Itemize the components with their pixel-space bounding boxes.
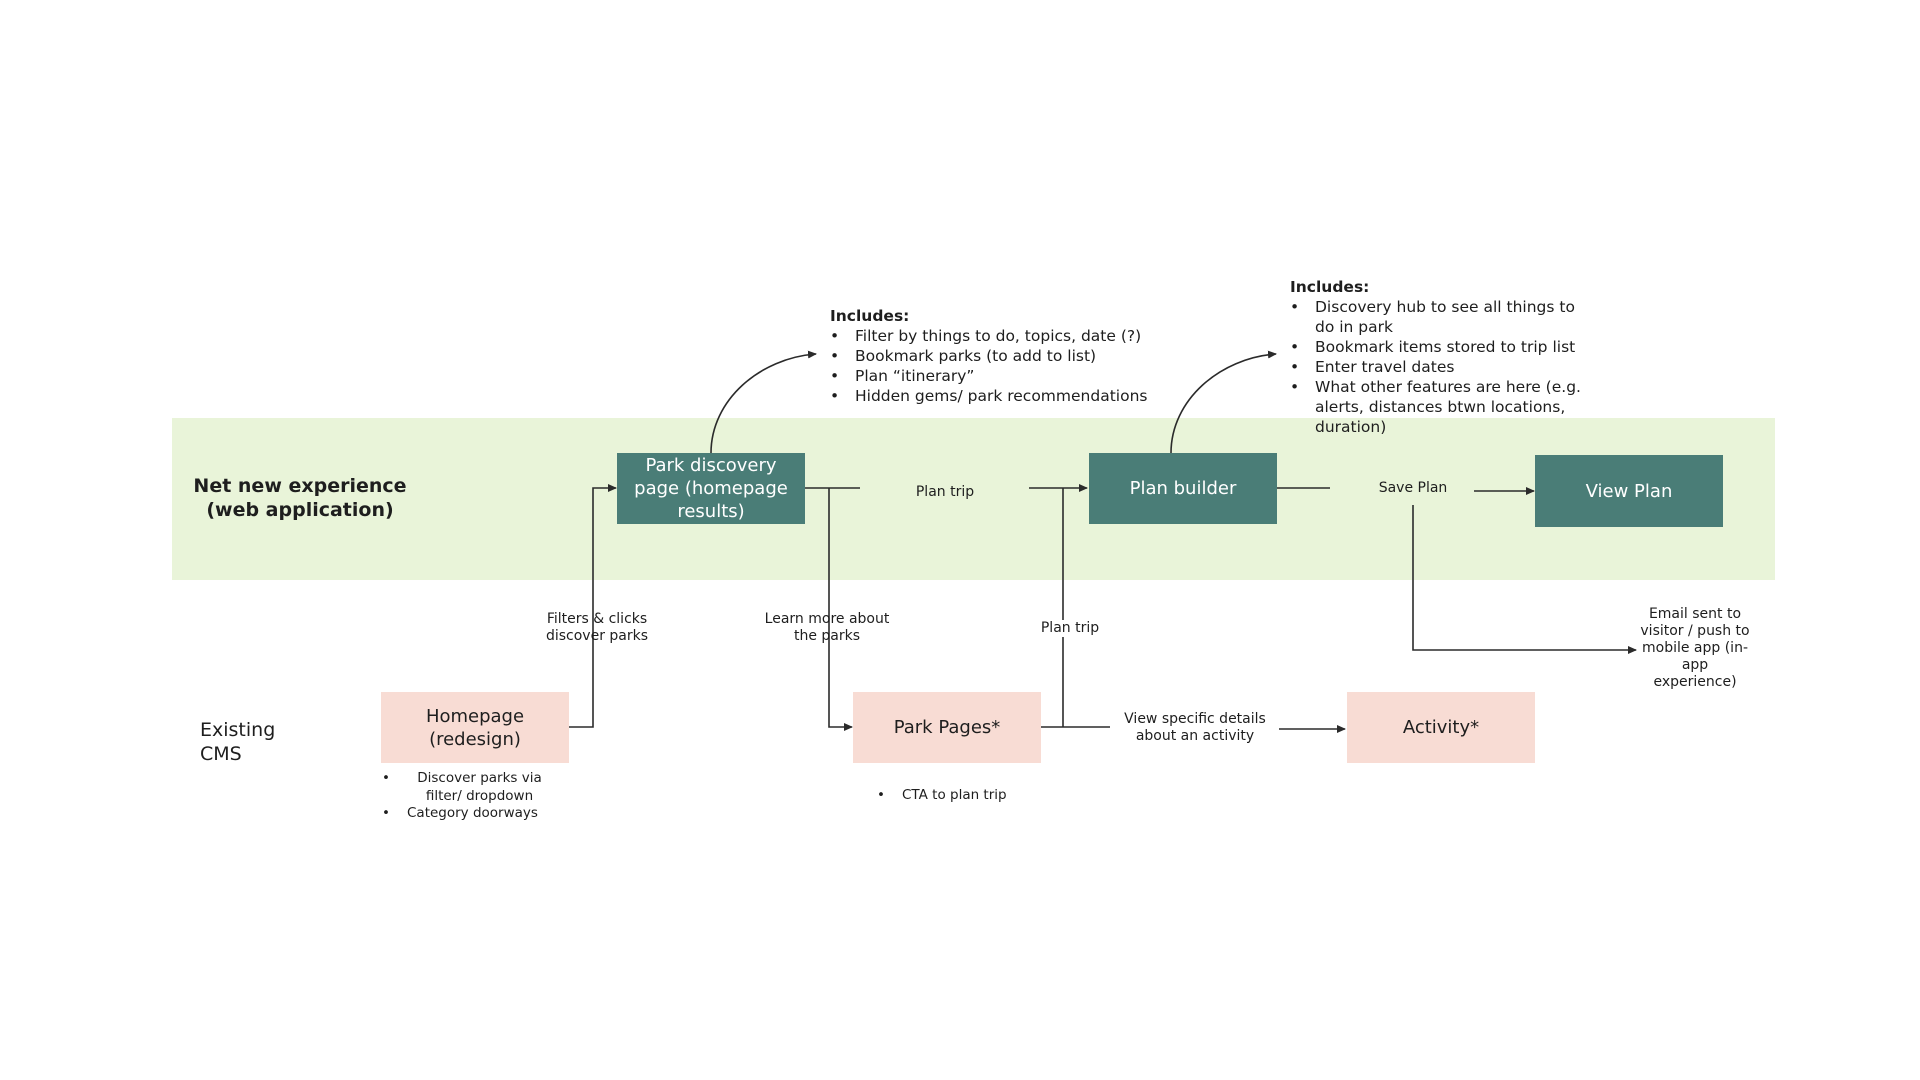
lane-label-existing-cms: Existing CMS: [200, 719, 276, 765]
node-activity: Activity*: [1347, 692, 1535, 763]
note-park-pages: CTA to plan trip: [877, 787, 1057, 805]
note-discovery-includes: Includes: Filter by things to do, topics…: [830, 306, 1160, 406]
note-builder-includes: Includes: Discovery hub to see all thing…: [1290, 277, 1596, 437]
node-view-plan: View Plan: [1535, 455, 1723, 527]
edge-discovery-to-includes: [710, 350, 817, 454]
note-item: Category doorways: [382, 805, 552, 823]
note-item: Bookmark items stored to trip list: [1290, 337, 1596, 357]
edge-homepage-to-discovery: [569, 484, 617, 728]
note-item: Filter by things to do, topics, date (?): [830, 326, 1160, 346]
edge-label-save-plan: Save Plan: [1378, 480, 1448, 496]
edge-label-view-details: View specific details about an activity: [1124, 711, 1266, 744]
edge-builder-to-includes: [1170, 350, 1277, 454]
edge-save-to-email: [1412, 505, 1637, 654]
note-heading: Includes:: [830, 307, 910, 325]
node-park-discovery: Park discovery page (homepage results): [617, 453, 805, 524]
node-homepage: Homepage (redesign): [381, 692, 569, 763]
edge-label-filters-clicks: Filters & clicks discover parks: [545, 611, 649, 644]
note-heading: Includes:: [1290, 278, 1370, 296]
edge-discovery-to-park-pages: [828, 488, 853, 731]
edge-label-learn-more: Learn more about the parks: [764, 611, 890, 644]
note-item: Plan “itinerary”: [830, 366, 1160, 386]
note-item: CTA to plan trip: [877, 787, 1057, 805]
edge-label-plan-trip-bottom: Plan trip: [1030, 620, 1110, 637]
note-homepage: Discover parks via filter/ dropdown Cate…: [382, 770, 552, 823]
note-item: Discovery hub to see all things to do in…: [1290, 297, 1596, 337]
net-new-experience-band: [172, 418, 1775, 580]
node-park-pages: Park Pages*: [853, 692, 1041, 763]
edge-label-plan-trip-top: Plan trip: [915, 484, 975, 500]
note-item: Hidden gems/ park recommendations: [830, 386, 1160, 406]
lane-label-net-new: Net new experience (web application): [193, 475, 407, 521]
node-plan-builder: Plan builder: [1089, 453, 1277, 524]
note-item: Discover parks via filter/ dropdown: [382, 770, 552, 805]
note-item: Enter travel dates: [1290, 357, 1596, 377]
note-item: What other features are here (e.g. alert…: [1290, 377, 1596, 437]
edge-label-email-sent: Email sent to visitor / push to mobile a…: [1640, 606, 1750, 690]
note-item: Bookmark parks (to add to list): [830, 346, 1160, 366]
